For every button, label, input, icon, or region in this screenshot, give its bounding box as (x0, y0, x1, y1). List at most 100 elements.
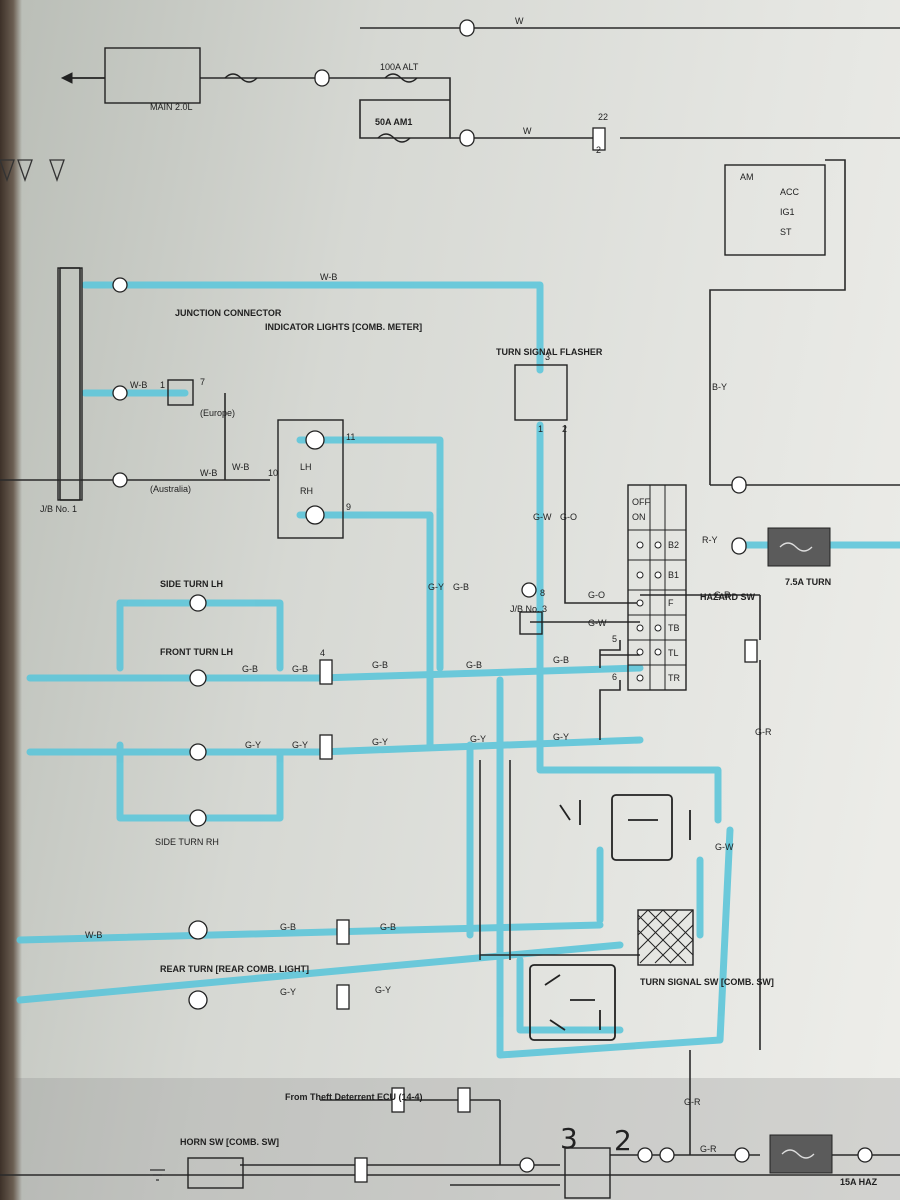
label-hz-tl: TL (668, 648, 679, 658)
hand-drawn-relays (529, 794, 691, 1041)
hazard-switch-grid (628, 485, 686, 690)
label-jb3: J/B No. 3 (510, 604, 547, 614)
labels: W 100A ALT 50A AM1 W 22 2 W-B W-B W-B W-… (40, 16, 878, 1187)
indicator-lh-bulb (305, 430, 325, 450)
indicator-lights-box (277, 419, 344, 539)
horn-relay-box (564, 1147, 611, 1199)
label-hz-off: OFF (632, 497, 650, 507)
label-gb-6: G-B (453, 582, 469, 592)
label-gy-8: G-Y (375, 985, 391, 995)
label-horn-sw: HORN SW [COMB. SW] (180, 1137, 279, 1147)
indicator-rh-bulb (305, 505, 325, 525)
label-turn-signal-sw: TURN SIGNAL SW [COMB. SW] (640, 977, 774, 987)
label-go-1: G-O (560, 512, 577, 522)
page-left-edge (0, 0, 22, 1200)
label-hand-2: 2 (614, 1124, 632, 1157)
bulbs (188, 430, 325, 1010)
label-wb-left3: W-B (200, 468, 217, 478)
label-conn-22: 22 (598, 112, 608, 122)
label-alt-fuse: 100A ALT (380, 62, 419, 72)
label-europe: (Europe) (200, 408, 235, 418)
label-gr-3: G-R (684, 1097, 701, 1107)
label-rh: RH (300, 486, 313, 496)
label-go-2: G-O (588, 590, 605, 600)
turn-signal-flasher-box (514, 364, 568, 421)
junction-connector-box (167, 379, 194, 406)
rear-turn-lh-bulb (188, 920, 208, 940)
label-pin-9: 9 (346, 502, 351, 512)
label-gy-6: G-Y (428, 582, 444, 592)
label-fuse-turn: 7.5A TURN (785, 577, 831, 587)
hl-flasher-out (536, 421, 722, 824)
label-pin-7: 7 (200, 377, 205, 387)
label-conn-2: 2 (596, 145, 601, 155)
label-pin-10: 10 (268, 468, 278, 478)
label-w-am1: W (523, 126, 532, 136)
label-hz-on: ON (632, 512, 646, 522)
fuse-symbols (224, 73, 418, 143)
label-hz-tb: TB (668, 623, 680, 633)
label-gy-2: G-Y (292, 740, 308, 750)
label-ign-st: ST (780, 227, 792, 237)
label-front-turn-lh: FRONT TURN LH (160, 647, 233, 657)
label-pin-8: 8 (540, 588, 545, 598)
label-gb-3: G-B (372, 660, 388, 670)
label-by: B-Y (712, 382, 727, 392)
label-gr-4: G-R (700, 1144, 717, 1154)
hazard-switch-contacts (636, 541, 662, 682)
label-gy-1: G-Y (245, 740, 261, 750)
fuse-turn-box (767, 527, 831, 567)
ground-symbols (0, 159, 165, 1181)
rear-turn-rh-bulb (188, 990, 208, 1010)
label-australia: (Australia) (150, 484, 191, 494)
side-turn-rh-bulb (189, 809, 207, 827)
label-w-top: W (515, 16, 524, 26)
label-gr-2: G-R (755, 727, 772, 737)
label-ign-ig1: IG1 (780, 207, 795, 217)
jb1-box (57, 267, 83, 501)
label-pin-3: 3 (545, 352, 550, 362)
label-gy-3: G-Y (372, 737, 388, 747)
label-gb-2: G-B (292, 664, 308, 674)
hl-rear-rh (16, 941, 624, 1004)
lower-gray-band (14, 1078, 900, 1200)
label-pin-1: 1 (160, 380, 165, 390)
front-turn-lh-bulb (189, 669, 207, 687)
label-indicator-lights: INDICATOR LIGHTS [COMB. METER] (265, 322, 422, 332)
horn-switch-box (187, 1157, 244, 1189)
alternator-box (104, 47, 201, 104)
label-junction-connector: JUNCTION CONNECTOR (175, 308, 282, 318)
label-gb-8: G-B (380, 922, 396, 932)
label-gb-1: G-B (242, 664, 258, 674)
label-wb-left2: W-B (232, 462, 249, 472)
turn-signal-switch-hatch (637, 909, 694, 964)
hl-indicator-lh (296, 436, 444, 672)
label-side-turn-lh: SIDE TURN LH (160, 579, 223, 589)
label-gb-7: G-B (280, 922, 296, 932)
turn-signal-switch-box (637, 909, 694, 966)
label-theft-ecu: From Theft Deterrent ECU (14-4) (285, 1092, 423, 1102)
label-hz-f: F (668, 598, 674, 608)
label-gy-5: G-Y (553, 732, 569, 742)
label-pin-5: 5 (612, 634, 617, 644)
label-pin-1b: 1 (538, 424, 543, 434)
hl-side-lh-top (116, 599, 284, 672)
label-gw-2: G-W (588, 618, 607, 628)
label-turn-signal-flasher: TURN SIGNAL FLASHER (496, 347, 603, 357)
hl-wb-top (81, 281, 544, 374)
fuse-haz-box (769, 1134, 833, 1174)
label-ry: R-Y (702, 535, 718, 545)
label-jb1: J/B No. 1 (40, 504, 77, 514)
label-am1-fuse: 50A AM1 (375, 117, 412, 127)
label-hazard-sw: HAZARD SW (700, 592, 755, 602)
label-pin-4: 4 (320, 648, 325, 658)
hazard-switch-box (627, 484, 687, 691)
front-turn-rh-bulb (189, 743, 207, 761)
label-pin-11: 11 (346, 432, 355, 442)
label-gw-3: G-W (715, 842, 734, 852)
label-hz-tr: TR (668, 673, 680, 683)
hl-loop-2 (516, 956, 624, 1034)
label-hz-b1: B1 (668, 570, 679, 580)
highlighted-wires (16, 281, 900, 1059)
